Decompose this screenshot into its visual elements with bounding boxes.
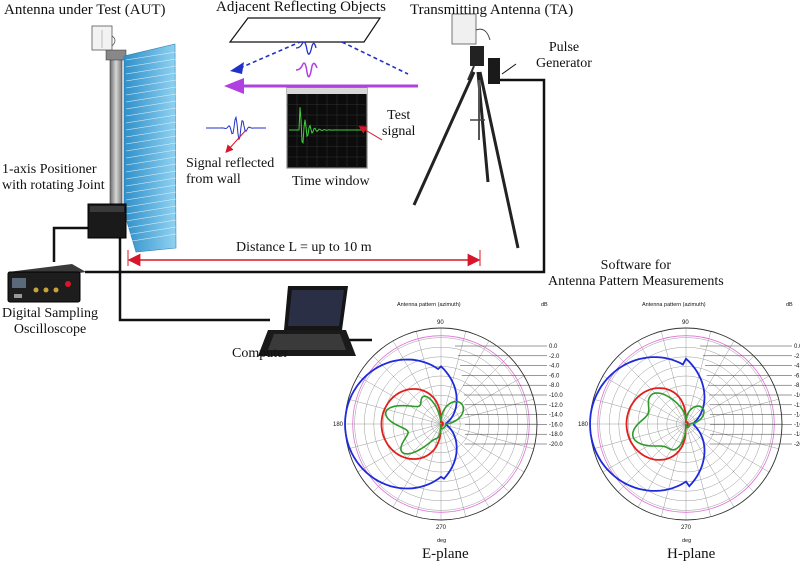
reflecting-objects-label: Adjacent Reflecting Objects xyxy=(216,0,386,15)
db-tick-label: -8.0 xyxy=(794,383,800,389)
pattern-green xyxy=(384,395,465,455)
db-tick-label: -2.0 xyxy=(794,354,800,360)
db-tick-label: -18.0 xyxy=(794,432,800,438)
pattern-blue xyxy=(344,358,458,490)
db-tick-label: -4.0 xyxy=(794,364,800,370)
angle-90-label: 90 xyxy=(437,320,444,326)
cable-positioner-to-oscilloscope xyxy=(52,226,88,262)
ta-label: Transmitting Antenna (TA) xyxy=(410,2,574,18)
oscilloscope-label: Digital Sampling Oscilloscope xyxy=(2,306,99,338)
plot-title: Antenna pattern (azimuth) xyxy=(642,302,706,308)
db-tick-label: -18.0 xyxy=(549,432,563,438)
angle-270-label: 270 xyxy=(436,525,447,531)
db-tick-label: -12.0 xyxy=(549,403,563,409)
db-tick-label: -16.0 xyxy=(549,422,563,428)
pulse-generator-box xyxy=(488,58,500,84)
software-label: Software for Antenna Pattern Measurement… xyxy=(548,258,724,290)
db-tick-label: -14.0 xyxy=(794,413,800,419)
positioner-label: 1-axis Positioner with rotating Joint xyxy=(2,162,105,194)
pattern-red xyxy=(625,387,689,461)
angle-180-label: 180 xyxy=(578,422,589,428)
e-plane-plot: 0.0 -2.0 -4.0 -6.0 -8.0 -10.0 -12.0 -14.0 -16.0 -… xyxy=(333,302,563,544)
db-tick-label: -16.0 xyxy=(794,422,800,428)
ta-antenna-icon xyxy=(451,13,477,45)
distance-label: Distance L = up to 10 m xyxy=(236,240,372,255)
db-tick-label: -20.0 xyxy=(549,442,563,448)
test-signal-pointer xyxy=(358,125,383,141)
pulse-generator-label: Pulse Generator xyxy=(536,40,592,72)
cable-positioner-to-computer xyxy=(118,238,270,322)
aut-antenna-icon xyxy=(91,25,116,51)
db-tick-label: -20.0 xyxy=(794,442,800,448)
purple-pulse xyxy=(295,62,318,78)
db-tick-label: -4.0 xyxy=(549,364,560,370)
db-tick-label: 0.0 xyxy=(549,344,558,350)
cable-oscilloscope-to-pulse-generator xyxy=(85,78,546,274)
time-window-label: Time window xyxy=(292,174,370,189)
db-tick-label: -14.0 xyxy=(549,413,563,419)
db-tick-label: -8.0 xyxy=(549,383,560,389)
oscilloscope-device xyxy=(7,264,86,303)
blue-arrow-head xyxy=(230,62,244,74)
angle-270-label: 270 xyxy=(681,525,692,531)
aut-pole-top xyxy=(105,49,127,61)
pattern-green xyxy=(631,392,705,451)
aut-antenna-tower xyxy=(87,25,177,253)
direct-path xyxy=(224,62,418,94)
angle-90-label: 90 xyxy=(682,320,689,326)
db-tick-label: -10.0 xyxy=(549,393,563,399)
reference-circle xyxy=(597,335,775,513)
reflecting-plate xyxy=(228,17,382,43)
db-tick-label: -6.0 xyxy=(549,373,560,379)
h-plane-plot: 0.0 -2.0 -4.0 -6.0 -8.0 -10.0 -12.0 -14.0 -16.0 -… xyxy=(578,302,800,544)
db-tick-label: 0.0 xyxy=(794,344,800,350)
db-tick-label: -2.0 xyxy=(549,354,560,360)
deg-label: deg xyxy=(437,538,446,544)
angle-180-label: 180 xyxy=(333,422,344,428)
reflection-path xyxy=(230,41,409,75)
db-tick-label: -12.0 xyxy=(794,403,800,409)
blue-pulse xyxy=(295,41,317,55)
db-tick-label: -6.0 xyxy=(794,373,800,379)
plot-unit: dB xyxy=(541,302,548,308)
h-plane-label: H-plane xyxy=(667,546,716,562)
reference-circle xyxy=(352,335,530,513)
pattern-blue xyxy=(589,356,706,492)
reflected-wavelet xyxy=(206,115,266,140)
time-window-screen xyxy=(286,87,368,169)
computer-label: Computer xyxy=(232,346,288,361)
plot-title: Antenna pattern (azimuth) xyxy=(397,302,461,308)
ta-tripod xyxy=(412,13,520,249)
reflected-pointer xyxy=(225,129,247,153)
purple-arrow-head xyxy=(224,78,244,94)
plot-unit: dB xyxy=(786,302,793,308)
pattern-red xyxy=(380,388,444,460)
absorber-panel xyxy=(123,43,177,253)
computer-laptop xyxy=(258,286,356,356)
e-plane-label: E-plane xyxy=(422,546,469,562)
deg-label: deg xyxy=(682,538,691,544)
aut-label: Antenna under Test (AUT) xyxy=(4,2,166,18)
test-signal-label: Test signal xyxy=(382,108,416,140)
scope-trace xyxy=(289,107,365,144)
aut-pole xyxy=(109,57,123,209)
signal-reflected-label: Signal reflected from wall xyxy=(186,156,275,188)
db-tick-label: -10.0 xyxy=(794,393,800,399)
